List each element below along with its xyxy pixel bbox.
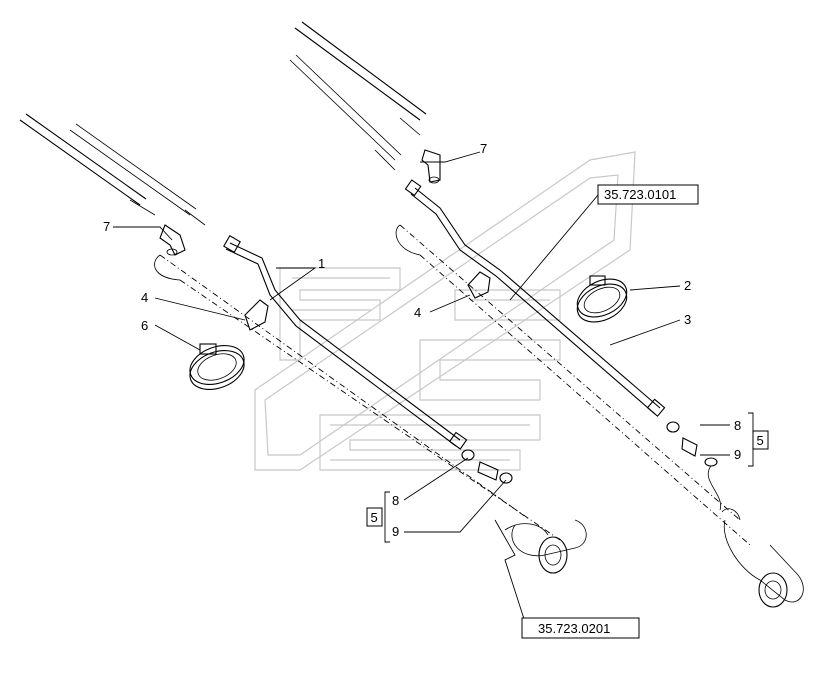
callout-8-lower: 8 (392, 493, 399, 508)
callout-1: 1 (318, 256, 325, 271)
callout-9-lower: 9 (392, 524, 399, 539)
reference-box-top[interactable]: 35.723.0101 (597, 184, 699, 205)
elbow-fitting-left (159, 224, 186, 256)
callout-7-left: 7 (103, 219, 110, 234)
right-cylinder (395, 224, 804, 608)
bracket-right (748, 412, 754, 467)
upper-rods (19, 21, 427, 226)
callout-5-lower-box: 5 (366, 507, 383, 527)
fitting-right (666, 421, 721, 511)
bracket-lower (384, 491, 390, 543)
callout-4-left: 4 (141, 290, 148, 305)
callout-8-right: 8 (734, 418, 741, 433)
leader-lines (113, 151, 730, 623)
clip-left (244, 299, 269, 331)
callout-3: 3 (684, 312, 691, 327)
callout-5-right-box: 5 (752, 430, 769, 450)
clip-right (467, 271, 491, 299)
fitting-lower (461, 449, 513, 484)
callout-7-right: 7 (480, 141, 487, 156)
watermark-logo (254, 151, 636, 471)
reference-bottom-label: 35.723.0201 (538, 621, 610, 636)
callout-6: 6 (141, 318, 148, 333)
callout-5-lower: 5 (371, 510, 378, 525)
hose-clamp-left (189, 343, 245, 390)
callout-2: 2 (684, 278, 691, 293)
reference-box-bottom[interactable]: 35.723.0201 (521, 617, 640, 639)
callout-4-right: 4 (414, 305, 421, 320)
callout-5-right: 5 (757, 433, 764, 448)
left-cylinder (154, 254, 587, 574)
pipe-left (223, 235, 468, 450)
hose-clamp-right (576, 275, 628, 323)
elbow-fitting-right (421, 149, 441, 184)
reference-top-label: 35.723.0101 (604, 187, 676, 202)
pipe-right (404, 179, 666, 417)
callout-numbers: 7 7 1 4 4 6 2 3 8 9 8 9 (103, 141, 741, 539)
callout-9-right: 9 (734, 447, 741, 462)
